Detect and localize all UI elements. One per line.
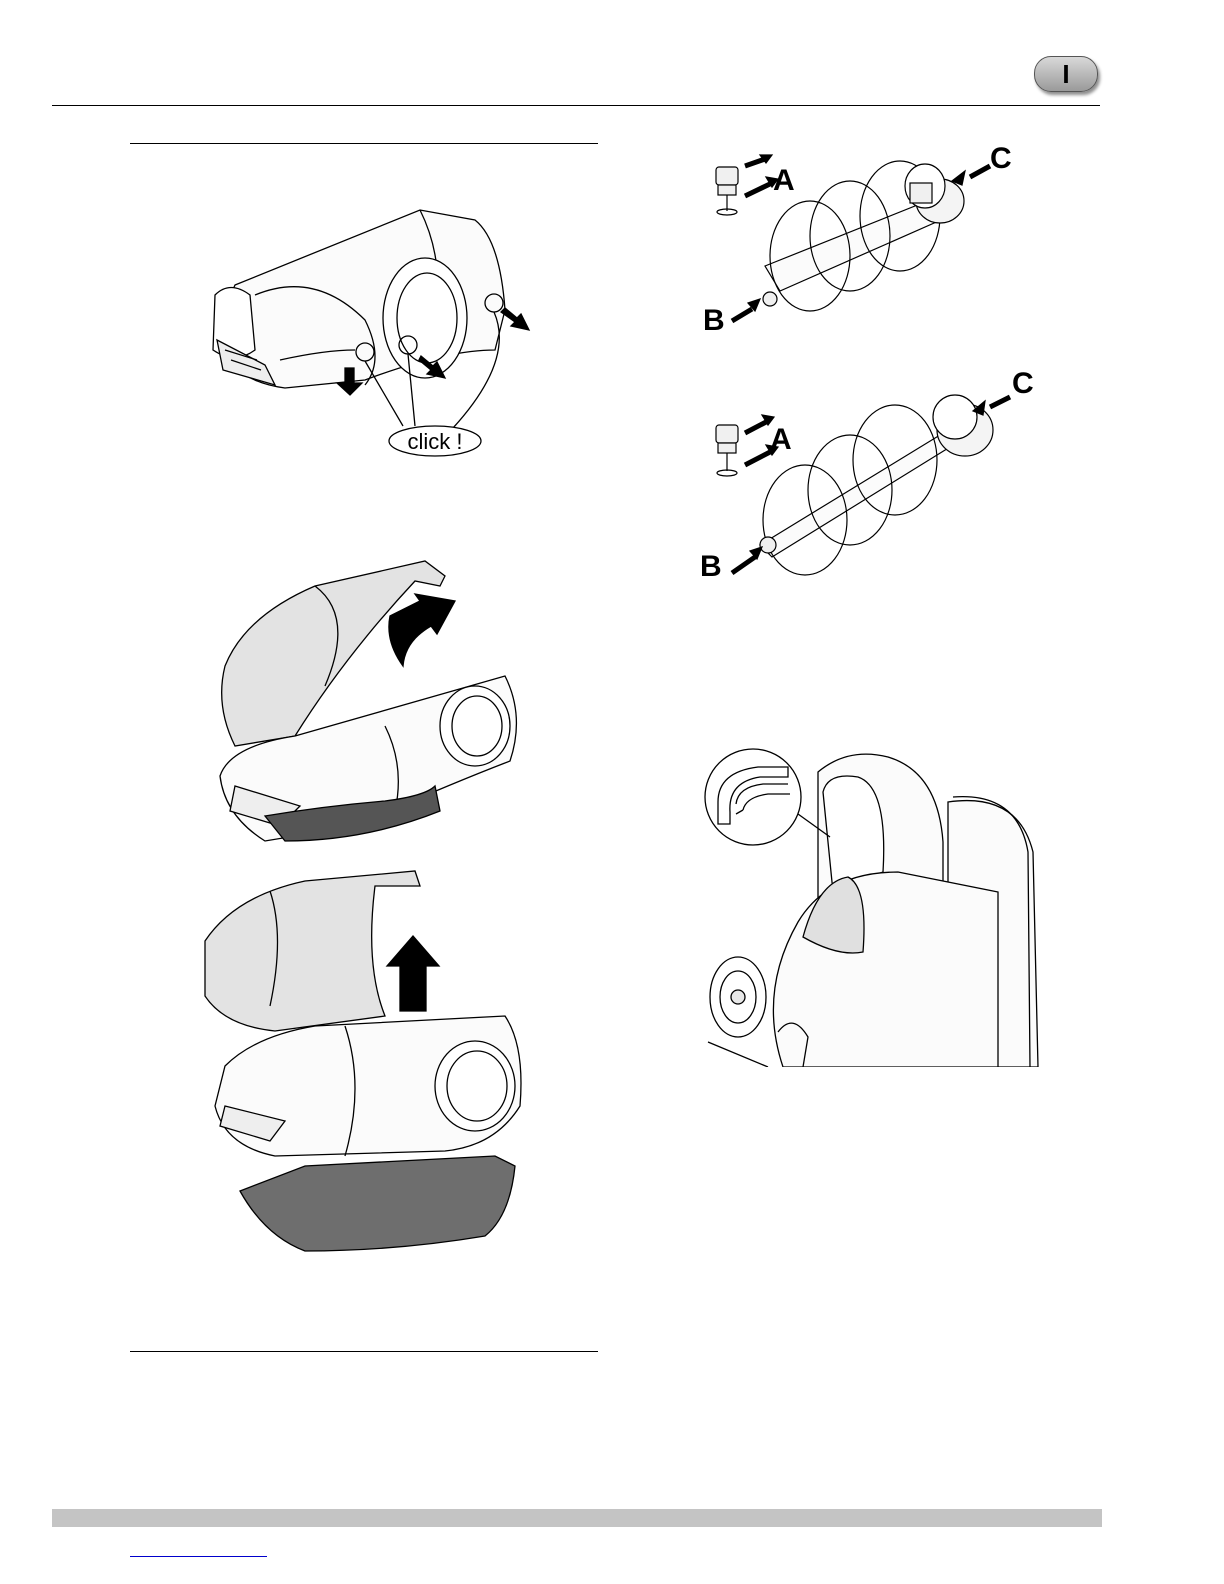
fig-gasket-detail xyxy=(698,742,1048,1067)
fig-remove-cover-and-tray xyxy=(195,866,535,1256)
fig-auger-short: A B C xyxy=(700,365,1040,590)
fig-lift-cover-hinged xyxy=(205,556,535,846)
label-a-long: A xyxy=(773,164,795,198)
header-rule xyxy=(52,105,1100,106)
fig-auger-long-drawing xyxy=(700,141,1020,341)
fig-detach-tray: click ! xyxy=(195,200,545,470)
click-callout: click ! xyxy=(408,429,463,454)
fig-auger-long: A B C xyxy=(700,141,1020,341)
label-c-short: C xyxy=(1012,367,1034,401)
footer-bar xyxy=(52,1509,1102,1527)
section-rule-top xyxy=(130,143,598,144)
section-rule-bottom xyxy=(130,1351,598,1352)
language-badge: I xyxy=(1034,56,1098,92)
label-a-short: A xyxy=(770,423,792,457)
label-b-short: B xyxy=(700,550,722,584)
fig-auger-short-drawing xyxy=(700,365,1040,590)
label-b-long: B xyxy=(703,304,725,338)
label-c-long: C xyxy=(990,142,1012,176)
footer-link-underline[interactable] xyxy=(130,1556,267,1557)
